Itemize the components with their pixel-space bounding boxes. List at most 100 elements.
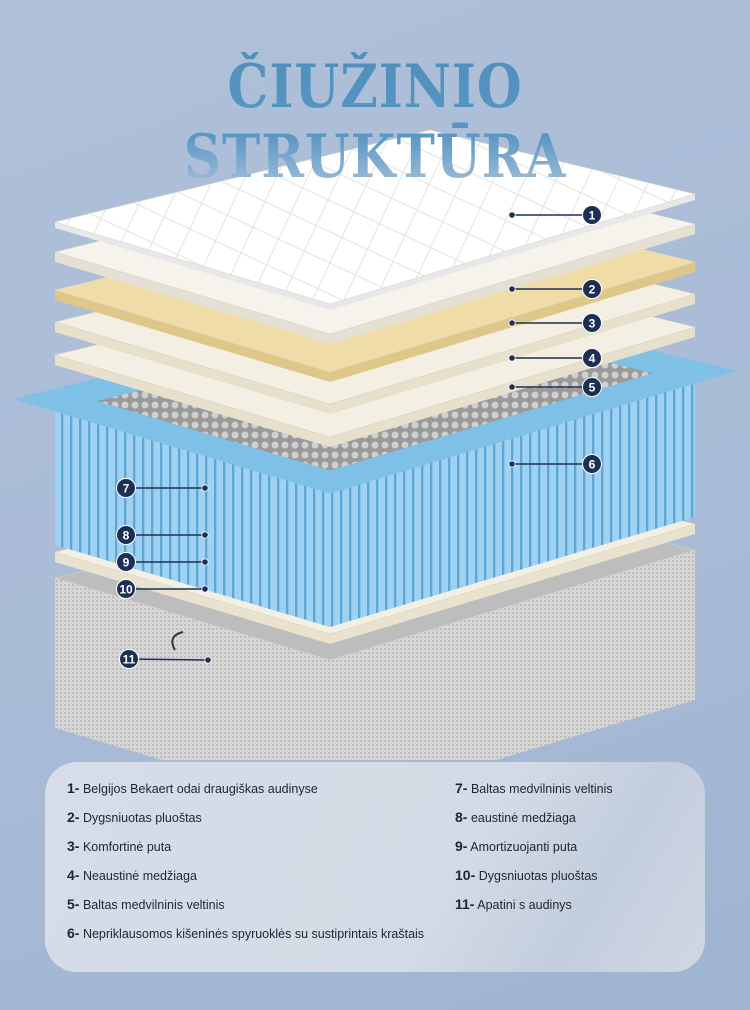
- marker-number: 9: [123, 556, 130, 570]
- legend-text: Baltas medvilninis veltinis: [82, 898, 225, 912]
- legend-number: 9-: [455, 838, 468, 854]
- layer-side: [55, 222, 330, 310]
- legend-item: 6- Nepriklausomos kišeninės spyruoklės s…: [67, 925, 424, 954]
- marker-dot: [508, 211, 516, 219]
- legend-number: 8-: [455, 809, 468, 825]
- legend-left-column: 1- Belgijos Bekaert odai draugiškas audi…: [67, 780, 424, 954]
- marker-number: 4: [589, 352, 596, 366]
- legend-number: 1-: [67, 780, 80, 796]
- legend-text: Baltas medvilninis veltinis: [470, 782, 613, 796]
- layer-side: [330, 550, 695, 760]
- leader-line: [128, 658, 209, 661]
- layer-side: [330, 194, 695, 310]
- legend-text: Amortizuojanti puta: [470, 840, 578, 854]
- legend-number: 6-: [67, 925, 80, 941]
- marker-dot: [201, 585, 209, 593]
- layer-1-quilt: [53, 129, 697, 310]
- legend-number: 11-: [455, 896, 475, 912]
- legend-item: 9- Amortizuojanti puta: [455, 838, 613, 867]
- layer-side: [330, 524, 695, 644]
- marker-number: 1: [589, 209, 596, 223]
- marker-number: 6: [589, 458, 596, 472]
- marker-dot: [508, 383, 516, 391]
- marker-badge: [582, 454, 602, 474]
- marker-2: 2: [508, 279, 602, 299]
- legend-number: 5-: [67, 896, 80, 912]
- layer-side: [330, 294, 695, 414]
- marker-11: 11: [119, 649, 212, 669]
- legend-item: 1- Belgijos Bekaert odai draugiškas audi…: [67, 780, 424, 809]
- layer-side: [330, 224, 695, 344]
- legend-number: 10-: [455, 867, 476, 883]
- marker-dot: [508, 285, 516, 293]
- legend-number: 4-: [67, 867, 80, 883]
- marker-number: 2: [589, 283, 596, 297]
- legend-item: 5- Baltas medvilninis veltinis: [67, 896, 424, 925]
- marker-number: 8: [123, 529, 130, 543]
- layer-texture: [55, 130, 695, 304]
- layer-side: [330, 372, 695, 627]
- marker-badge: [582, 377, 602, 397]
- legend-number: 3-: [67, 838, 80, 854]
- marker-3: 3: [508, 313, 602, 333]
- legend-item: 2- Dygsniuotas pluoštas: [67, 809, 424, 838]
- legend-text: Apatini s audinys: [477, 898, 572, 912]
- marker-8: 8: [116, 525, 209, 545]
- diagram-area: 1 2 3 4 5 6 7 8 9 10 11: [0, 125, 750, 760]
- marker-4: 4: [508, 348, 602, 368]
- legend-text: Komfortinė puta: [82, 840, 172, 854]
- marker-9: 9: [116, 552, 209, 572]
- legend-item: 11- Apatini s audinys: [455, 896, 613, 925]
- layer-side: [55, 252, 330, 344]
- layer-side: [55, 355, 330, 447]
- marker-badge: [116, 552, 136, 572]
- legend-text: Neaustinė medžiaga: [82, 869, 197, 883]
- legend-panel: 1- Belgijos Bekaert odai draugiškas audi…: [45, 762, 705, 972]
- marker-badge: [116, 478, 136, 498]
- marker-5: 5: [508, 377, 602, 397]
- legend-item: 7- Baltas medvilninis veltinis: [455, 780, 613, 809]
- legend-number: 2-: [67, 809, 80, 825]
- marker-dot: [201, 558, 209, 566]
- marker-dot: [204, 656, 212, 664]
- layer-side: [55, 578, 330, 760]
- marker-7: 7: [116, 478, 209, 498]
- marker-badge: [582, 313, 602, 333]
- marker-dot: [508, 319, 516, 327]
- legend-text: Dygsniuotas pluoštas: [82, 811, 202, 825]
- marker-badge: [116, 525, 136, 545]
- legend-text: Belgijos Bekaert odai draugiškas audinys…: [82, 782, 318, 796]
- marker-badge: [582, 279, 602, 299]
- marker-10: 10: [116, 579, 209, 599]
- legend-item: 10- Dygsniuotas pluoštas: [455, 867, 613, 896]
- page-title: ČIUŽINIO STRUKTŪRA: [53, 52, 698, 192]
- legend-item: 3- Komfortinė puta: [67, 838, 424, 867]
- marker-6: 6: [508, 454, 602, 474]
- marker-number: 3: [589, 317, 596, 331]
- marker-number: 7: [123, 482, 130, 496]
- legend-text: Dygsniuotas pluoštas: [478, 869, 598, 883]
- legend-item: 4- Neaustinė medžiaga: [67, 867, 424, 896]
- marker-dot: [201, 484, 209, 492]
- legend-number: 7-: [455, 780, 468, 796]
- layer-side: [55, 322, 330, 414]
- marker-badge: [116, 579, 136, 599]
- marker-dot: [508, 460, 516, 468]
- marker-badge: [119, 649, 139, 669]
- marker-number: 10: [119, 583, 133, 597]
- legend-text: eaustinė medžiaga: [470, 811, 576, 825]
- mattress-diagram: 1 2 3 4 5 6 7 8 9 10 11: [13, 129, 738, 760]
- brand-logo: [171, 631, 184, 651]
- marker-dot: [508, 354, 516, 362]
- layer-side: [55, 290, 330, 382]
- marker-badge: [582, 205, 602, 225]
- marker-number: 11: [123, 653, 136, 667]
- marker-number: 5: [589, 381, 596, 395]
- marker-badge: [582, 348, 602, 368]
- layer-side: [55, 400, 330, 627]
- marker-1: 1: [508, 205, 602, 225]
- legend-item: 8- eaustinė medžiaga: [455, 809, 613, 838]
- marker-dot: [201, 531, 209, 539]
- layer-side: [55, 552, 330, 644]
